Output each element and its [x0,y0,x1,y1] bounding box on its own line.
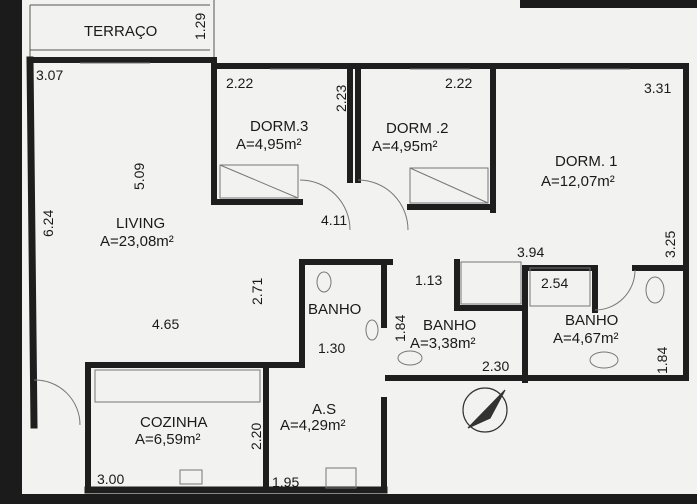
frame-left [0,0,22,504]
room-dorm3-name: DORM.3 [250,118,308,135]
dim-2-22-a: 2.22 [226,75,253,91]
dim-1-13: 1.13 [415,272,442,288]
room-banho-small-name: BANHO [308,301,361,318]
dim-3-25: 3.25 [662,231,678,258]
room-banho-suite-area: A=4,67m² [553,330,618,347]
dim-1-84-b: 1.84 [654,347,670,374]
dim-2-54: 2.54 [541,275,568,291]
dim-3-94: 3.94 [517,244,544,260]
dim-5-09: 5.09 [131,163,147,190]
dim-2-22-b: 2.22 [445,75,472,91]
dim-3-07: 3.07 [36,67,63,83]
dim-1-30: 1.30 [318,340,345,356]
room-cozinha-name: COZINHA [140,414,208,431]
dim-1-29: 1.29 [192,13,208,40]
room-living-name: LIVING [116,215,165,232]
frame-top [520,0,697,8]
room-terraco-name: TERRAÇO [84,23,157,40]
room-dorm1-name: DORM. 1 [555,153,618,170]
frame-bottom [0,494,697,504]
room-banho-mid-area: A=3,38m² [410,335,475,352]
dim-4-11: 4.11 [321,212,347,228]
dim-2-30: 2.30 [482,358,509,374]
room-dorm1-area: A=12,07m² [541,173,615,190]
north-arrow-icon [462,387,508,433]
room-living-area: A=23,08m² [100,233,174,250]
dim-1-84-a: 1.84 [392,315,408,342]
fixtures [33,62,665,489]
dim-2-71: 2.71 [249,278,265,305]
room-as-name: A.S [312,401,336,418]
room-banho-suite-name: BANHO [565,312,618,329]
dim-2-20: 2.20 [248,423,264,450]
dim-3-00: 3.00 [97,471,124,487]
room-dorm3-area: A=4,95m² [236,136,301,153]
dim-2-23: 2.23 [333,85,349,112]
dim-4-65: 4.65 [152,316,179,332]
dim-1-95: 1.95 [272,474,299,490]
room-dorm2-name: DORM .2 [386,120,449,137]
room-as-area: A=4,29m² [280,417,345,434]
room-banho-mid-name: BANHO [423,317,476,334]
dim-3-31: 3.31 [644,80,671,96]
dim-6-24: 6.24 [40,210,56,237]
walls [26,56,689,494]
room-dorm2-area: A=4,95m² [372,138,437,155]
room-cozinha-area: A=6,59m² [135,431,200,448]
terrace-outline [29,0,215,58]
